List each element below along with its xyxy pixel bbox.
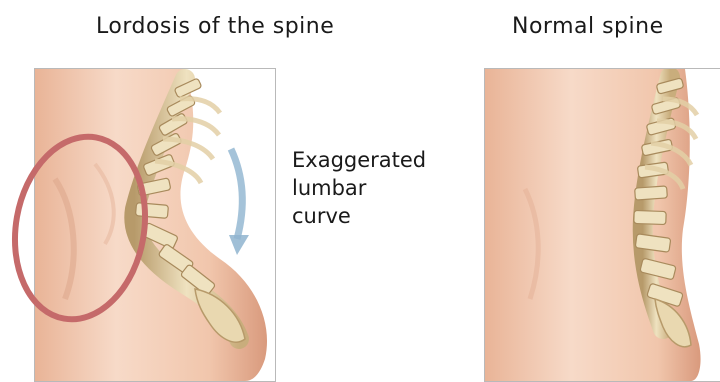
normal-spine-illustration — [484, 68, 720, 382]
right-title: Normal spine — [512, 14, 664, 39]
annotation-line-1: Exaggerated — [292, 146, 426, 174]
left-title: Lordosis of the spine — [96, 14, 334, 39]
normal-spine-illustration-svg — [485, 69, 720, 381]
lordosis-illustration-svg — [35, 69, 275, 381]
lordosis-illustration — [34, 68, 276, 382]
annotation-exaggerated-lumbar-curve: Exaggerated lumbar curve — [292, 146, 426, 230]
arrow-head — [229, 235, 249, 255]
annotation-line-2: lumbar — [292, 174, 426, 202]
annotation-line-3: curve — [292, 202, 426, 230]
curve-direction-arrow — [231, 149, 242, 239]
